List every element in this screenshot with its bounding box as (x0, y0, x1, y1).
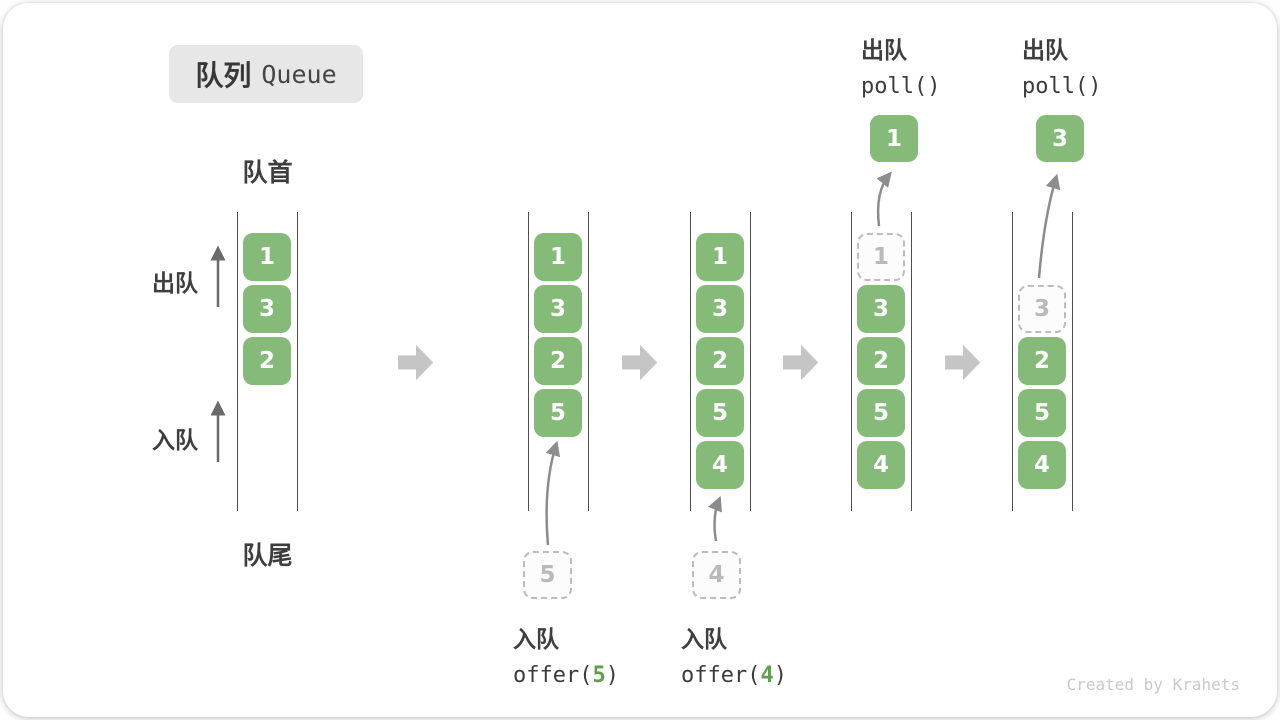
op-offer-4-code: offer(4) (681, 663, 787, 688)
transition-arrow-icon (398, 344, 434, 381)
queue-cell: 2 (534, 337, 582, 385)
queue-cell: 3 (857, 285, 905, 333)
code-text: offer( (513, 663, 593, 688)
polled-element-1: 1 (870, 115, 918, 162)
code-arg: 5 (592, 663, 606, 688)
queue-cell: 5 (1018, 389, 1066, 437)
queue-cell: 4 (696, 441, 744, 489)
op-offer-4-action: 入队 (681, 626, 727, 652)
transition-arrow-icon (622, 344, 658, 381)
removed-cell: 3 (1018, 285, 1066, 333)
op-poll-first-action: 出队 (861, 37, 907, 63)
queue-state-1: 1 3 2 (237, 212, 298, 511)
queue-cell: 2 (243, 337, 291, 385)
label-queue-front: 队首 (242, 159, 293, 187)
queue-cell: 3 (534, 285, 582, 333)
op-poll-first: 出队 poll() (861, 31, 940, 99)
queue-cell: 1 (243, 233, 291, 281)
transition-arrow-icon (945, 344, 981, 381)
title-zh: 队列 (195, 60, 252, 91)
op-offer-5-code: offer(5) (513, 663, 619, 688)
op-offer-5-action: 入队 (513, 626, 559, 652)
op-offer-4: 入队 offer(4) (681, 620, 787, 688)
queue-cell: 1 (534, 233, 582, 281)
queue-cell: 3 (243, 285, 291, 333)
queue-cell: 5 (534, 389, 582, 437)
incoming-element-4: 4 (692, 551, 741, 599)
queue-cell: 5 (696, 389, 744, 437)
polled-element-3: 3 (1036, 115, 1084, 162)
transition-arrow-icon (783, 344, 819, 381)
code-arg: 4 (760, 663, 774, 688)
op-offer-5: 入队 offer(5) (513, 620, 619, 688)
queue-cell: 2 (1018, 337, 1066, 385)
title-en: Queue (261, 59, 337, 89)
label-dequeue: 出队 (152, 270, 198, 296)
label-enqueue: 入队 (152, 427, 198, 453)
queue-cell: 2 (696, 337, 744, 385)
code-text: ) (773, 663, 787, 688)
watermark-credit: Created by Krahets (1066, 675, 1240, 694)
incoming-element-5: 5 (523, 551, 572, 599)
queue-cell: 3 (696, 285, 744, 333)
queue-state-2: 1 3 2 5 (528, 212, 589, 511)
op-poll-first-code: poll() (861, 74, 941, 99)
queue-cell: 2 (857, 337, 905, 385)
op-poll-second-action: 出队 (1022, 37, 1068, 63)
queue-cell: 1 (696, 233, 744, 281)
queue-state-3: 1 3 2 5 4 (690, 212, 751, 511)
op-poll-second-code: poll() (1022, 74, 1102, 99)
queue-state-5: 3 2 5 4 (1012, 212, 1073, 511)
queue-cell: 4 (857, 441, 905, 489)
queue-cell: 4 (1018, 441, 1066, 489)
queue-cell: 5 (857, 389, 905, 437)
op-poll-second: 出队 poll() (1022, 31, 1101, 99)
removed-cell: 1 (857, 233, 905, 281)
code-text: offer( (681, 663, 761, 688)
label-queue-rear: 队尾 (242, 542, 293, 570)
code-text: ) (605, 663, 619, 688)
queue-state-4: 1 3 2 5 4 (851, 212, 912, 511)
title-badge: 队列 Queue (169, 45, 363, 103)
